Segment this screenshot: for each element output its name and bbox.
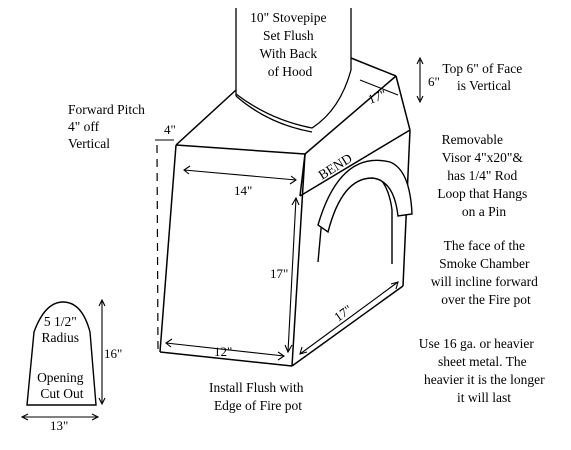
visor-note: Removable Visor 4"x20"& has 1/4" Rod Loo… bbox=[437, 132, 530, 219]
opening-label: 5 1/2" Radius Opening Cut Out bbox=[37, 314, 87, 401]
smoke-chamber-note: The face of the Smoke Chamber will incli… bbox=[431, 238, 542, 307]
dim-side-depth: 17" bbox=[331, 302, 355, 325]
stovepipe-label: 10" Stovepipe Set Flush With Back of Hoo… bbox=[250, 10, 330, 79]
dim-top-depth: 17" bbox=[366, 86, 388, 106]
opening-cutout-shape bbox=[26, 301, 97, 406]
dim-opening-height: 16" bbox=[104, 346, 122, 361]
forward-pitch-note: Forward Pitch 4" off Vertical bbox=[68, 102, 148, 151]
top-face-note: Top 6" of Face is Vertical bbox=[442, 61, 525, 93]
install-note: Install Flush with Edge of Fire pot bbox=[209, 380, 307, 413]
pitch-vertical-line bbox=[156, 144, 159, 353]
dim-top-height: 6" bbox=[428, 74, 440, 89]
dim-face-height: 17" bbox=[270, 266, 288, 281]
visor bbox=[317, 159, 413, 234]
stovepipe bbox=[235, 8, 352, 133]
dim-top-width: 14" bbox=[234, 183, 252, 198]
dim-opening-width: 13" bbox=[50, 418, 68, 433]
dimension-arrows bbox=[20, 56, 424, 421]
dim-bottom-width: 12" bbox=[214, 344, 232, 359]
sheet-metal-note: Use 16 ga. or heavier sheet metal. The h… bbox=[419, 336, 548, 405]
dim-pitch: 4" bbox=[164, 122, 176, 137]
